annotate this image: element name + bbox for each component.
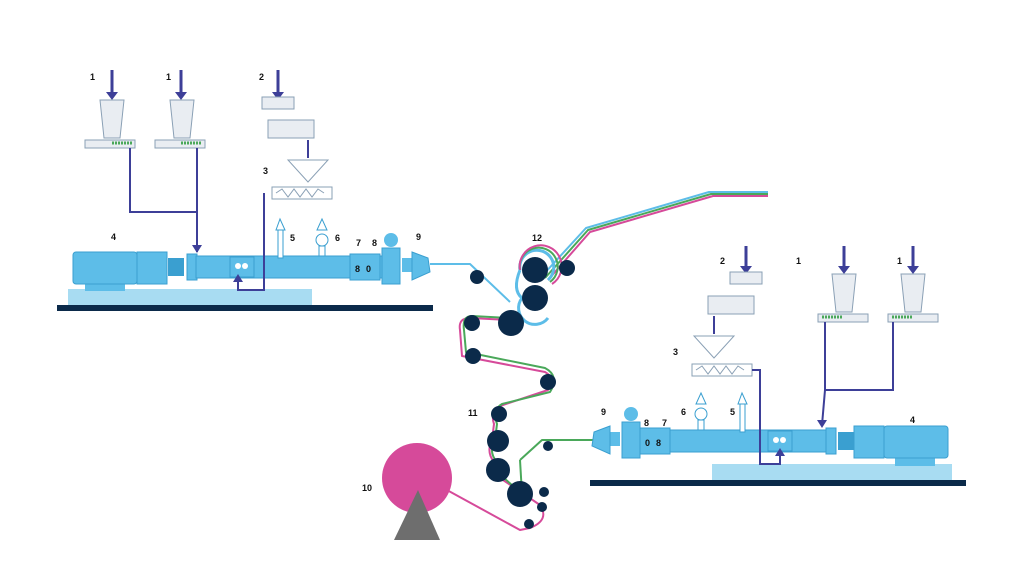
winder-stand — [394, 490, 440, 540]
side-feeder-left — [271, 186, 333, 200]
roll — [543, 441, 553, 451]
svg-text:8: 8 — [656, 438, 661, 448]
feed-left — [84, 70, 333, 291]
label-1: 1 — [90, 72, 95, 82]
label-2: 2 — [259, 72, 264, 82]
roll — [486, 458, 510, 482]
label-3: 3 — [673, 347, 678, 357]
label-5: 5 — [730, 407, 735, 417]
label-1: 1 — [166, 72, 171, 82]
floor-left — [57, 305, 433, 311]
roll — [491, 406, 507, 422]
svg-text:0: 0 — [645, 438, 650, 448]
svg-text:8: 8 — [355, 264, 360, 274]
roll — [487, 430, 509, 452]
motor-right — [883, 425, 949, 459]
roll — [540, 374, 556, 390]
label-4: 4 — [111, 232, 116, 242]
rolls — [464, 257, 575, 529]
side-feeder-right — [691, 363, 753, 377]
label-8: 8 — [372, 238, 377, 248]
roll — [464, 315, 480, 331]
label-2: 2 — [720, 256, 725, 266]
extruder-left: 8 0 — [57, 217, 433, 311]
screen-changer-right — [639, 427, 671, 455]
die-right — [591, 425, 611, 455]
die-left — [411, 251, 431, 281]
roll — [498, 310, 524, 336]
roll — [465, 348, 481, 364]
floor-right — [590, 480, 966, 486]
roll — [522, 257, 548, 283]
film-exit-blue — [541, 191, 768, 277]
roll — [559, 260, 575, 276]
winder-roll — [382, 443, 452, 513]
melt-pump-left — [381, 247, 401, 285]
label-11: 11 — [468, 408, 478, 418]
motor-left — [72, 251, 138, 285]
label-5: 5 — [290, 233, 295, 243]
svg-text:0: 0 — [366, 264, 371, 274]
label-7: 7 — [356, 238, 361, 248]
label-7: 7 — [662, 418, 667, 428]
label-8: 8 — [644, 418, 649, 428]
label-4: 4 — [910, 415, 915, 425]
roll — [539, 487, 549, 497]
melt-pump-right — [621, 421, 641, 459]
roll — [522, 285, 548, 311]
label-1: 1 — [796, 256, 801, 266]
roll — [524, 519, 534, 529]
film-exit-green — [544, 193, 768, 279]
labels: 1 1 2 3 4 5 6 7 8 9 12 2 1 1 3 11 9 8 7 … — [90, 72, 915, 493]
base-left — [68, 289, 309, 305]
label-6: 6 — [681, 407, 686, 417]
label-9: 9 — [601, 407, 606, 417]
extruder-right: 0 8 — [590, 391, 966, 486]
winder — [382, 443, 452, 540]
label-12: 12 — [532, 233, 542, 243]
roll — [470, 270, 484, 284]
screen-changer-left — [349, 253, 381, 281]
roll — [537, 502, 547, 512]
feed-right — [691, 246, 939, 465]
roll — [507, 481, 533, 507]
film-exit-pink — [547, 195, 768, 281]
melt-right — [519, 439, 598, 461]
label-9: 9 — [416, 232, 421, 242]
base-right — [712, 464, 952, 480]
label-3: 3 — [263, 166, 268, 176]
melt-left — [430, 263, 511, 303]
label-10: 10 — [362, 483, 372, 493]
label-1: 1 — [897, 256, 902, 266]
label-6: 6 — [335, 233, 340, 243]
